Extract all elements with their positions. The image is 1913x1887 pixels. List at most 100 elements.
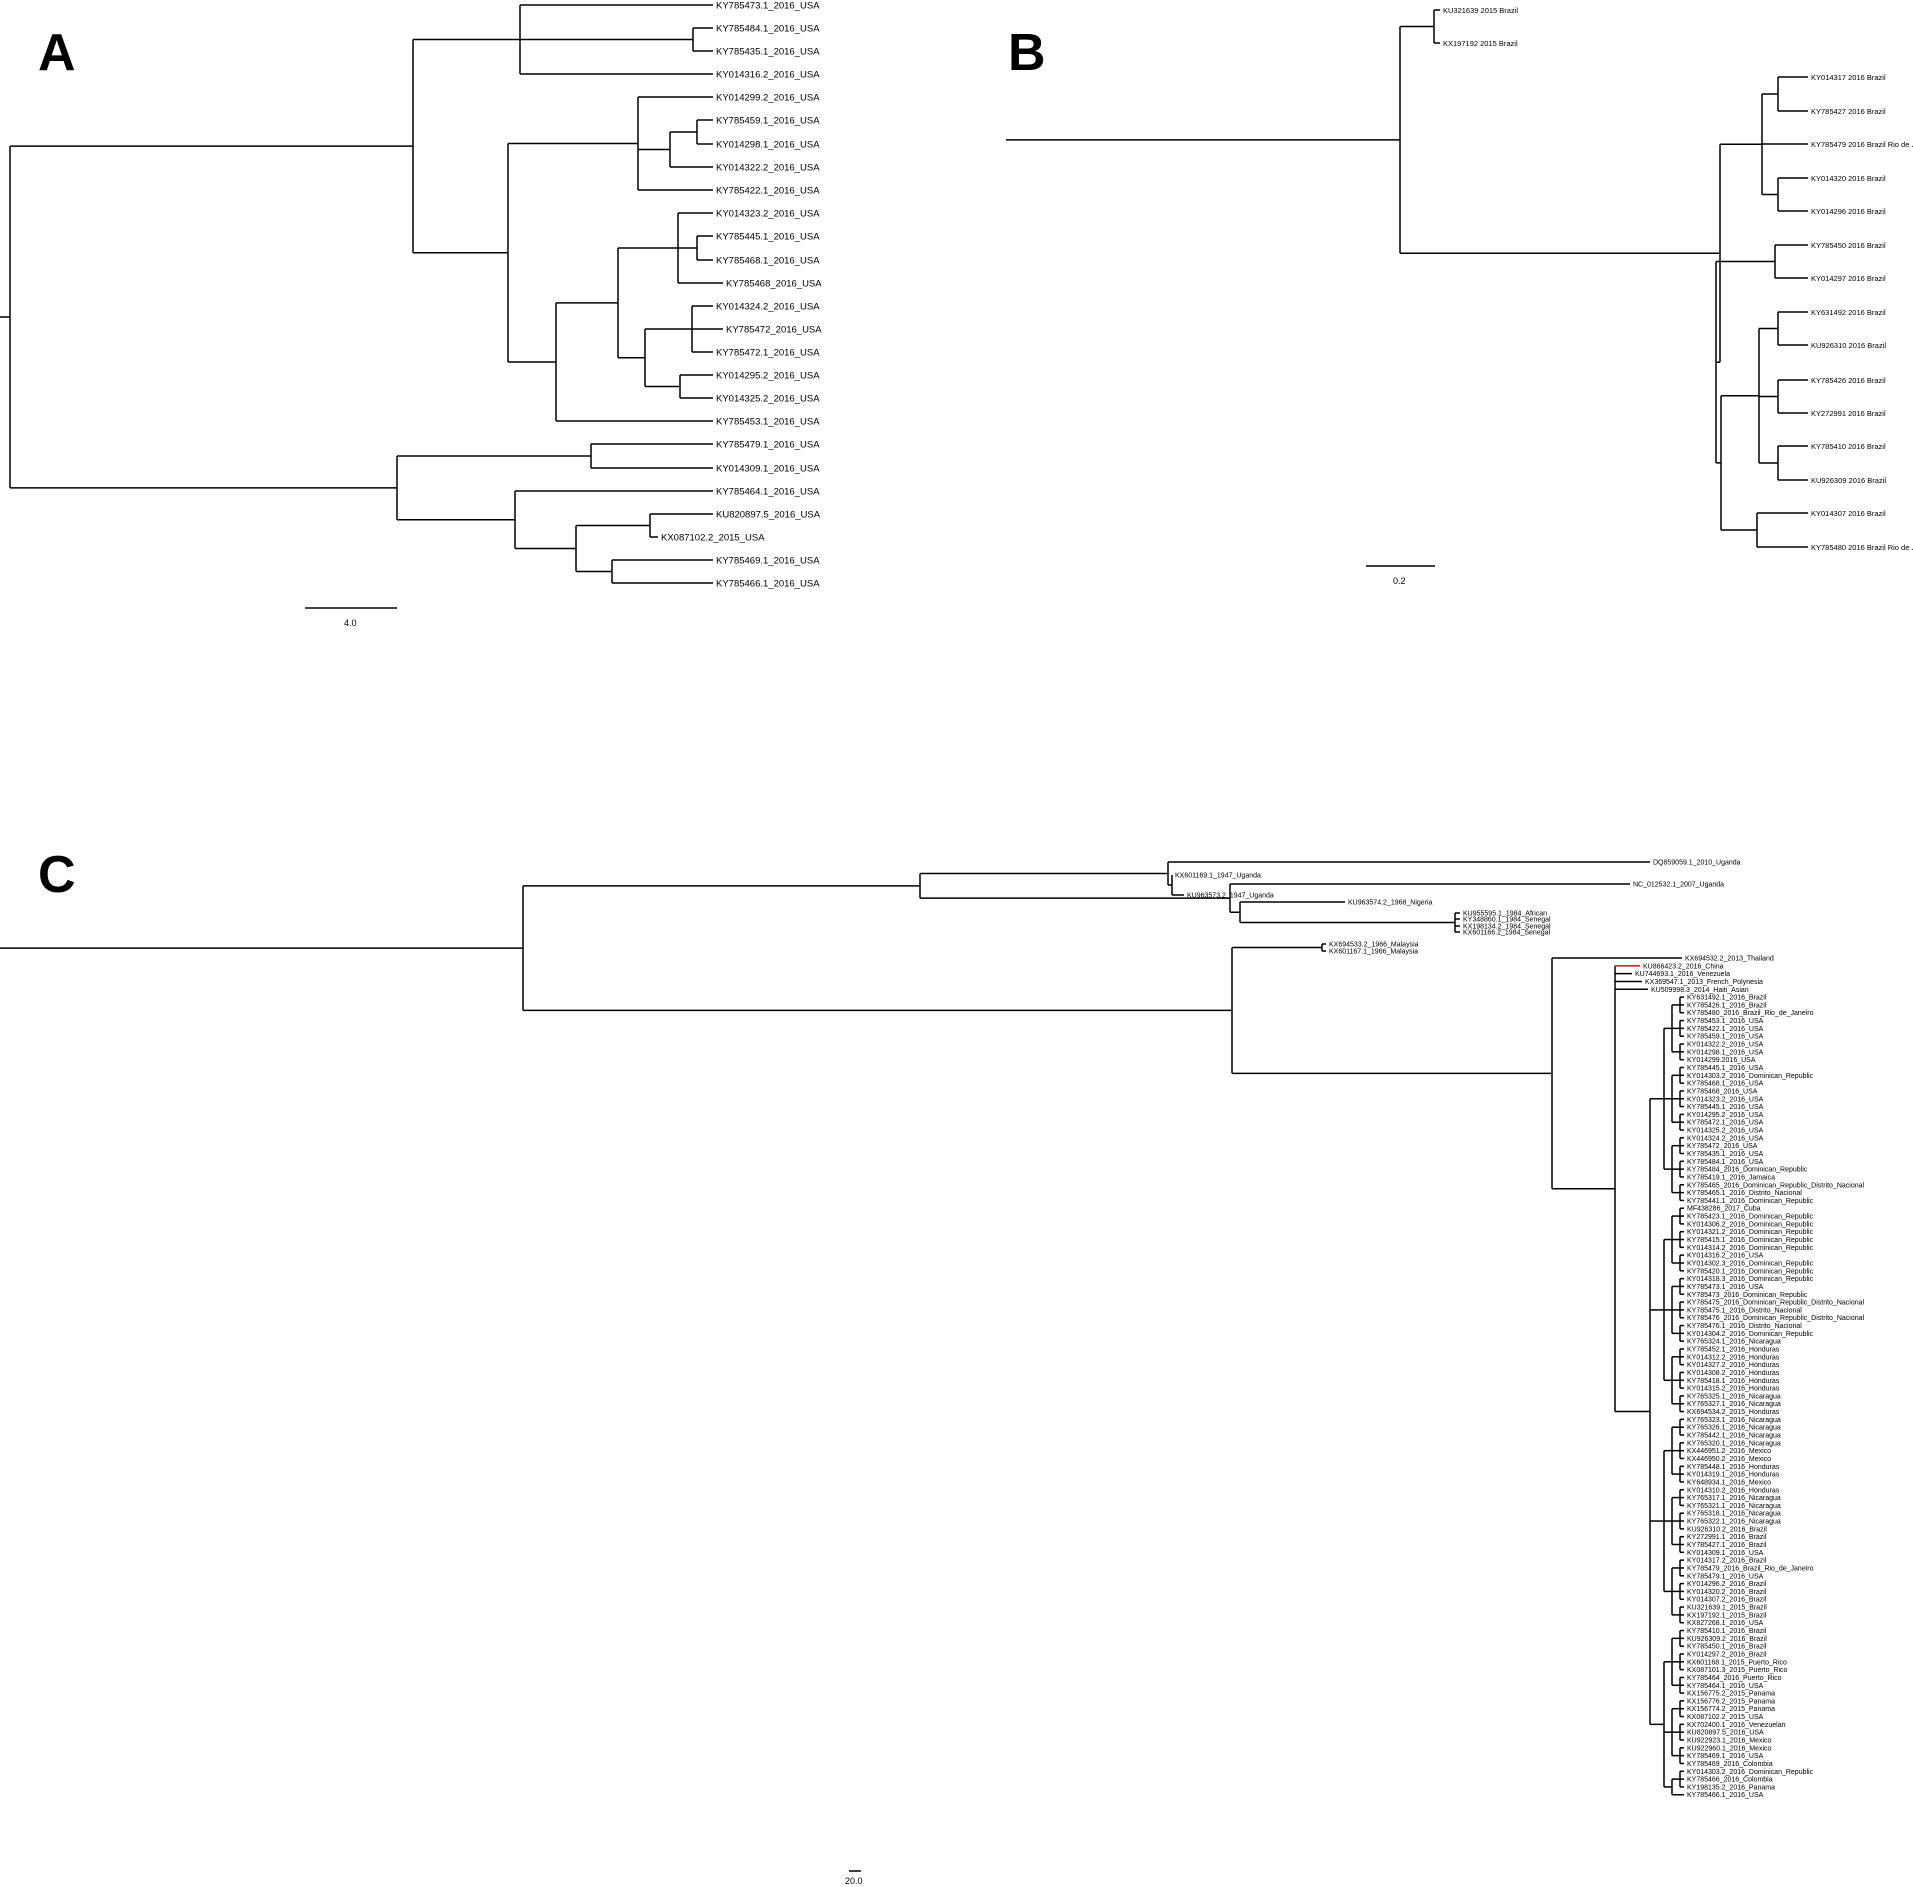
panel-a-scale-label: 4.0 xyxy=(344,618,357,628)
panel-c-scale-label: 20.0 xyxy=(845,1876,863,1886)
tip-label: KY785472.1_2016_USA xyxy=(716,348,820,359)
tip-label: KY785469.1_2016_USA xyxy=(716,556,820,567)
tip-label: KY785465_2016_Dominican_Republic_Distrit… xyxy=(1687,1182,1865,1189)
tip-label: KY785453.1_2016_USA xyxy=(1687,1018,1764,1025)
tip-label: KY272991.1_2016_Brazil xyxy=(1687,1534,1767,1541)
tip-label: KY014327.2_2016_Honduras xyxy=(1687,1362,1780,1369)
tip-label: KY785453.1_2016_USA xyxy=(716,417,820,428)
tip-label: KY014320 2016 Brazil xyxy=(1811,174,1886,183)
tip-label: KY785452.1_2016_Honduras xyxy=(1687,1347,1780,1354)
tip-label: KY785426.1_2016_Brazil xyxy=(1687,1002,1767,1009)
tip-label: KU963574.2_1968_Nigeria xyxy=(1348,900,1433,907)
panel-c-scale-bar: 20.0 xyxy=(845,1870,863,1886)
tip-label: KX369547.1_2013_French_Polynesia xyxy=(1645,979,1763,986)
tip-label: KY785418.1_2016_Honduras xyxy=(1687,1378,1780,1385)
tip-label: KU955595.1_1984_African xyxy=(1463,911,1547,918)
tip-label: KY785476.1_2016_Distrito_Nacional xyxy=(1687,1323,1802,1330)
tip-label: KY785427 2016 Brazil xyxy=(1811,107,1886,116)
tip-label: KY785422.1_2016_USA xyxy=(716,186,820,197)
tip-label: KY631492.1_2016_Brazil xyxy=(1687,995,1767,1002)
tip-label: KY631492 2016 Brazil xyxy=(1811,308,1886,317)
tip-label: KY785473.1_2016_USA xyxy=(716,1,820,12)
tip-label: KX087102.2_2015_USA xyxy=(661,533,765,544)
panel-a-scale-bar: 4.0 xyxy=(305,607,397,628)
tip-label: KY014314.2_2016_Dominican_Republic xyxy=(1687,1245,1814,1252)
tip-label: KY014321.2_2016_Dominican_Republic xyxy=(1687,1229,1814,1236)
tip-label: KY785484.1_2016_USA xyxy=(716,24,820,35)
tip-label: KY014316.2_2016_USA xyxy=(716,70,820,81)
tip-label: KY014306.2_2016_Dominican_Republic xyxy=(1687,1221,1814,1228)
tip-label: KY785445.1_2016_USA xyxy=(1687,1065,1764,1072)
tip-label: KY785472_2016_USA xyxy=(1687,1143,1758,1150)
tip-label: KY785445.1_2016_USA xyxy=(1687,1104,1764,1111)
panel-a-branches xyxy=(0,4,723,584)
tip-label: KY785479_2016_Brazil_Rio_de_Janeiro xyxy=(1687,1565,1814,1572)
tip-label: KY785484.1_2016_USA xyxy=(1687,1159,1764,1166)
tip-label: KY785419.1_2016_Jamaica xyxy=(1687,1174,1775,1181)
tip-label: KY014296 2016 Brazil xyxy=(1811,207,1886,216)
tip-label: KY785468_2016_USA xyxy=(726,279,822,290)
tip-label: KU922960.1_2016_Mexico xyxy=(1687,1745,1772,1752)
tip-label: KX197192 2015 Brazil xyxy=(1443,39,1518,48)
tip-label: KY014299.2_2016_USA xyxy=(716,93,820,104)
tip-label: KY785472_2016_USA xyxy=(726,325,822,336)
tip-label: KX087101.3_2015_Puerto_Rico xyxy=(1687,1667,1788,1674)
tip-label: KY785464.1_2016_USA xyxy=(1687,1683,1764,1690)
tip-label: KY785459.1_2016_USA xyxy=(716,116,820,127)
tip-label: KX601168.1_2015_Puerto_Rico xyxy=(1687,1659,1787,1666)
tip-label: KY785468.1_2016_USA xyxy=(716,256,820,267)
panel-b-label: B xyxy=(1008,24,1046,82)
tip-label: KU926309 2016 Brazil xyxy=(1811,476,1886,485)
tip-label: KY648934.1_2016_Mexico xyxy=(1687,1479,1771,1486)
tip-label: KY785465.1_2016_Distrito_Nacional xyxy=(1687,1190,1802,1197)
tip-label: KY785476_2016_Dominican_Republic_Distrit… xyxy=(1687,1315,1865,1322)
tip-label: KY785426 2016 Brazil xyxy=(1811,376,1886,385)
tip-label: KY785468.1_2016_USA xyxy=(1687,1081,1764,1088)
tip-label: DQ859059.1_2010_Uganda xyxy=(1653,860,1741,867)
tip-label: KX601167.1_1966_Malaysia xyxy=(1329,949,1418,956)
tip-label: KY014312.2_2016_Honduras xyxy=(1687,1354,1780,1361)
tip-label: KY014320.2_2016_Brazil xyxy=(1687,1589,1767,1596)
tip-label: KY785466_2016_Colombia xyxy=(1687,1777,1773,1784)
tip-label: KY785442.1_2016_Nicaragua xyxy=(1687,1433,1781,1440)
tip-label: KY765322.1_2016_Nicaragua xyxy=(1687,1519,1781,1526)
tip-label: KX156774.2_2015_Panama xyxy=(1687,1706,1775,1713)
tip-label: KY348860.1_1984_Senegal xyxy=(1463,917,1551,924)
tip-label: KY014310.2_2016_Honduras xyxy=(1687,1487,1780,1494)
tip-label: KY785435.1_2016_USA xyxy=(716,47,820,58)
tip-label: KY765326.1_2016_Nicaragua xyxy=(1687,1425,1781,1432)
tip-label: KX198134.2_1984_Senegal xyxy=(1463,924,1551,931)
tip-label: KY014298.1_2016_USA xyxy=(1687,1049,1764,1056)
tip-label: KY785469.1_2016_USA xyxy=(1687,1753,1764,1760)
tip-label: KY765323.1_2016_Nicaragua xyxy=(1687,1417,1781,1424)
tip-label: KY785464.1_2016_USA xyxy=(716,487,820,498)
tip-label: KX601166.2_1984_Senegal xyxy=(1463,930,1551,937)
tip-label: KY785459.1_2016_USA xyxy=(1687,1034,1764,1041)
tip-label: KY014316.2_2016_USA xyxy=(1687,1253,1764,1260)
tip-label: KU820897.5_2016_USA xyxy=(1687,1730,1764,1737)
tip-label: KY014308.2_2016_Honduras xyxy=(1687,1370,1780,1377)
tip-label: KU509998.3_2014_Haiti_Asian xyxy=(1651,987,1749,994)
panel-b-scale-bar: 0.2 xyxy=(1366,565,1435,586)
tip-label: KY014322.2_2016_USA xyxy=(716,163,820,174)
tip-label: MF438286_2017_Cuba xyxy=(1687,1206,1761,1213)
tip-label: KY785475_2016_Dominican_Republic_Distrit… xyxy=(1687,1300,1865,1307)
tip-label: KU926310 2016 Brazil xyxy=(1811,341,1886,350)
tip-label: KY198135.2_2016_Panama xyxy=(1687,1784,1775,1791)
panel-b-branches xyxy=(1006,9,1808,548)
tip-label: KU963573.2_1947_Uganda xyxy=(1187,893,1274,900)
tip-label: KY785427.1_2016_Brazil xyxy=(1687,1542,1767,1549)
tip-label: KY785475.1_2016_Distrito_Nacional xyxy=(1687,1307,1802,1314)
tip-label: KY785420.1_2016_Dominican_Republic xyxy=(1687,1268,1814,1275)
tip-label: KY014303.2_2016_Dominican_Republic xyxy=(1687,1769,1814,1776)
tip-label: KY785464_2016_Puerto_Rico xyxy=(1687,1675,1782,1682)
tip-label: KY765321.1_2016_Nicaragua xyxy=(1687,1503,1781,1510)
tip-label: KY785450 2016 Brazil xyxy=(1811,241,1886,250)
tip-label: KX827268.1_2016_USA xyxy=(1687,1620,1764,1627)
tip-label: KY785435.1_2016_USA xyxy=(1687,1151,1764,1158)
panel-b-scale-label: 0.2 xyxy=(1393,576,1406,586)
tip-label: KY014295.2_2016_USA xyxy=(1687,1112,1764,1119)
tip-label: KU820897.5_2016_USA xyxy=(716,510,821,521)
